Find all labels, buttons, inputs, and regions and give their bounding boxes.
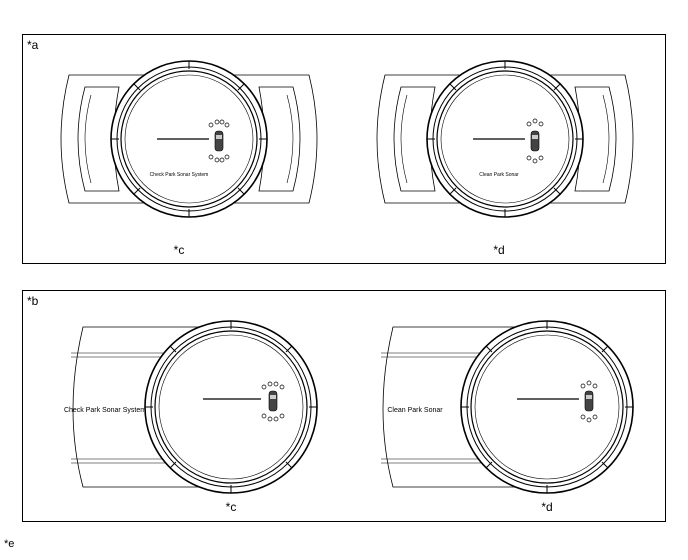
panel-a: *a [22,34,666,264]
panel-b-right-message: Clean Park Sonar [387,407,443,414]
panel-b-label: *b [27,294,39,308]
panel-b-left-message: Check Park Sonar System [64,407,146,414]
car-top-view-icon [584,390,594,412]
car-top-view-icon [214,130,224,152]
panel-a-callout-c: *c [173,243,185,257]
panel-b-figure: Check Park Sonar System Clean Park Sonar [64,320,634,494]
footer-label-e: *e [4,538,15,550]
sonar-sensor-icon [261,381,285,422]
panel-a-left-message: Check Park Sonar System [150,172,209,178]
panel-b-right-cluster [381,320,634,494]
panel-b-left-cluster [71,320,318,494]
car-top-view-icon [268,390,278,412]
sonar-sensor-icon [526,118,544,164]
panel-b-callout-c: *c [225,500,237,514]
panel-a-figure: Check Park Sonar System Clean Park Sonar [60,60,634,218]
car-top-view-icon [530,130,540,152]
panel-b: *b [22,290,666,522]
panel-b-callout-d: *d [541,500,553,514]
panel-a-callout-d: *d [493,243,505,257]
panel-a-right-cluster [376,60,634,218]
sonar-sensor-icon [208,119,230,163]
panel-a-right-message: Clean Park Sonar [479,172,519,178]
panel-a-label: *a [27,38,39,52]
panel-a-left-cluster [60,60,318,218]
sonar-sensor-icon [580,380,598,423]
